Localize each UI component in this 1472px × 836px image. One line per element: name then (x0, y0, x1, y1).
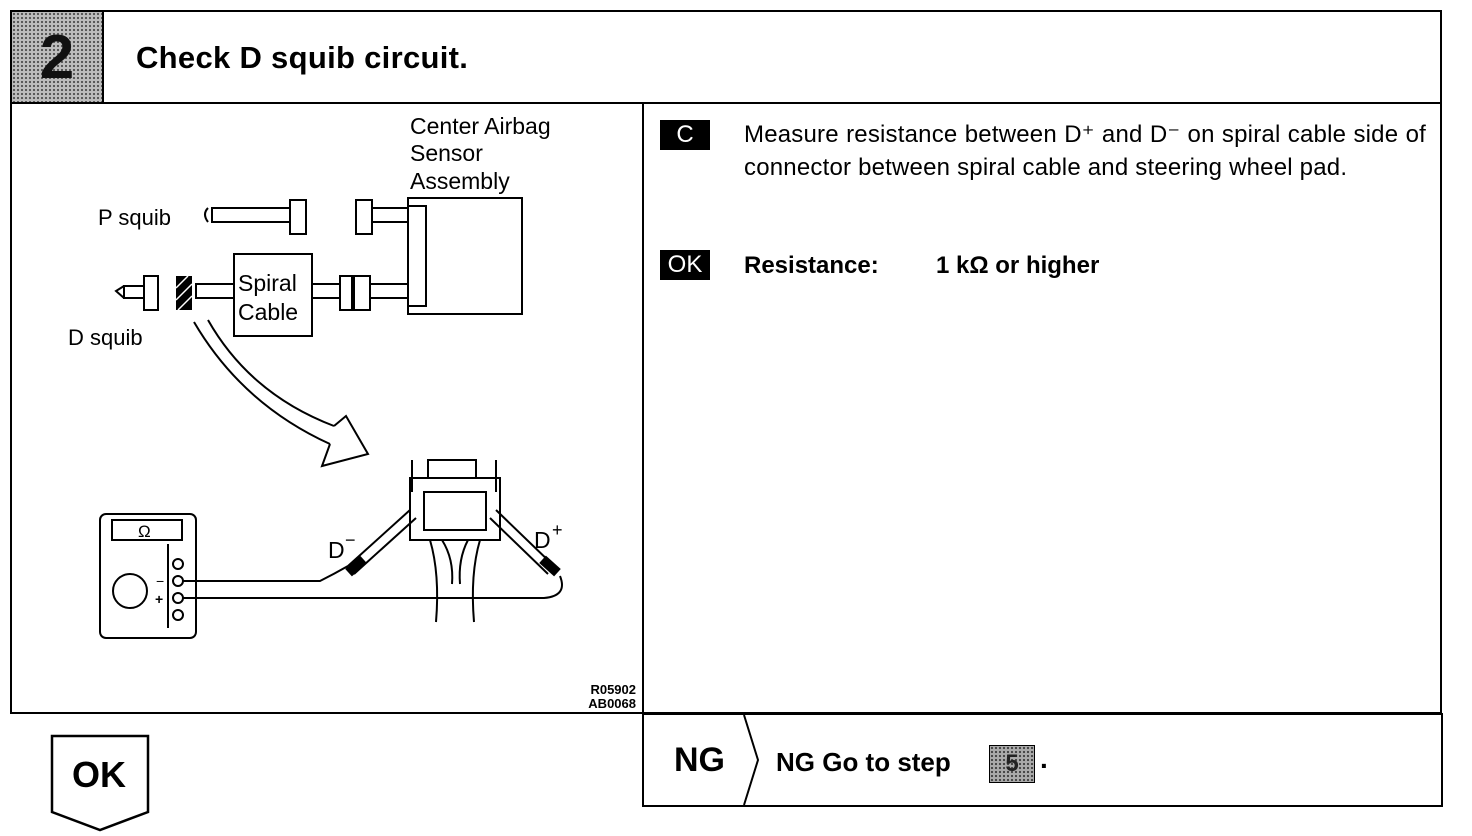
sensor-upper-wire (371, 207, 409, 223)
arrow-curve-outer (193, 321, 331, 445)
instruction-panel: C Measure resistance between D⁺ and D⁻ o… (644, 104, 1440, 712)
c-tag: C (660, 120, 710, 150)
ng-result-box: NG NG Go to step 5 . (642, 713, 1443, 807)
connector-top-lock (427, 459, 477, 479)
multimeter-jack-3 (172, 592, 184, 604)
arrow-head (320, 414, 370, 468)
ref-code-1: R05902 (590, 682, 636, 697)
label-d-minus: D (328, 537, 345, 563)
multimeter-body (99, 513, 197, 639)
label-spiral: Spiral (238, 270, 297, 296)
multimeter-display (111, 519, 183, 541)
sensor-lower-wire (369, 283, 409, 299)
probe-d-plus-shaft-a (495, 509, 555, 567)
label-center-airbag-3: Assembly (410, 168, 510, 194)
ref-code-2: AB0068 (588, 696, 636, 711)
p-squib-wire (211, 207, 291, 223)
p-squib-end (204, 207, 209, 223)
probe-d-minus-tip (345, 555, 367, 577)
spiral-connector-b (353, 275, 371, 311)
sensor-connector-strip (407, 205, 427, 307)
cable-right-outer (471, 539, 481, 623)
ok-arrow-badge-icon (50, 734, 150, 832)
probe-d-plus-shaft-b (489, 517, 549, 575)
cable-right-inner (458, 539, 469, 585)
resistance-label: Resistance: (744, 252, 879, 279)
spiral-left-wire (195, 283, 235, 299)
multimeter-jack-1 (172, 558, 184, 570)
d-squib-end (114, 285, 125, 299)
procedure-frame: 2 Check D squib circuit. (10, 10, 1442, 714)
lead-positive (183, 575, 563, 599)
spiral-right-wire (311, 283, 341, 299)
measure-instruction: Measure resistance between D⁺ and D⁻ on … (744, 121, 1426, 181)
step-title: Check D squib circuit. (136, 40, 469, 75)
arrow-curve-inner (207, 319, 335, 427)
probe-d-minus-shaft-a (347, 509, 411, 567)
ng-label: NG (674, 741, 725, 779)
step-header: 2 Check D squib circuit. (12, 12, 1440, 104)
multimeter-jack-4 (172, 609, 184, 621)
ng-step-ref[interactable]: 5 (989, 745, 1035, 783)
spiral-connector-a (339, 275, 353, 311)
label-d-plus-sup: + (552, 520, 563, 540)
cable-left-outer (429, 539, 439, 623)
label-d-plus: D (534, 527, 551, 553)
probe-d-plus-tip (539, 555, 561, 577)
d-squib-wire (123, 285, 145, 299)
label-d-minus-sup: − (345, 530, 356, 550)
label-cable-text: Cable (238, 299, 298, 325)
p-squib-connector (289, 199, 307, 235)
lead-negative (183, 565, 349, 582)
cable-left-inner (441, 539, 454, 585)
d-squib-connector (143, 275, 159, 311)
label-center-airbag-2: Sensor (410, 140, 483, 166)
wiring-diagram: Center Airbag Sensor Assembly P squib D … (68, 113, 636, 711)
multimeter-dial (112, 573, 148, 609)
ng-goto-text: NG Go to step (776, 747, 951, 777)
ng-period: . (1040, 743, 1048, 774)
diagram-panel: Center Airbag Sensor Assembly P squib D … (12, 104, 644, 712)
meter-minus: − (156, 573, 164, 589)
ng-chevron-icon (743, 715, 760, 805)
step-number: 2 (12, 12, 104, 102)
ok-label: OK (72, 754, 126, 795)
meter-plus: + (155, 591, 163, 607)
multimeter-jack-2 (172, 575, 184, 587)
ok-tag: OK (660, 250, 710, 280)
sensor-upper-connector (355, 199, 373, 235)
connector-window (423, 491, 487, 531)
meter-ohm-symbol: Ω (138, 522, 151, 541)
label-p-squib: P squib (98, 205, 171, 230)
label-center-airbag-1: Center Airbag (410, 113, 551, 139)
connector-housing (409, 477, 501, 541)
label-d-squib: D squib (68, 325, 143, 350)
resistance-value: 1 kΩ or higher (936, 252, 1100, 279)
